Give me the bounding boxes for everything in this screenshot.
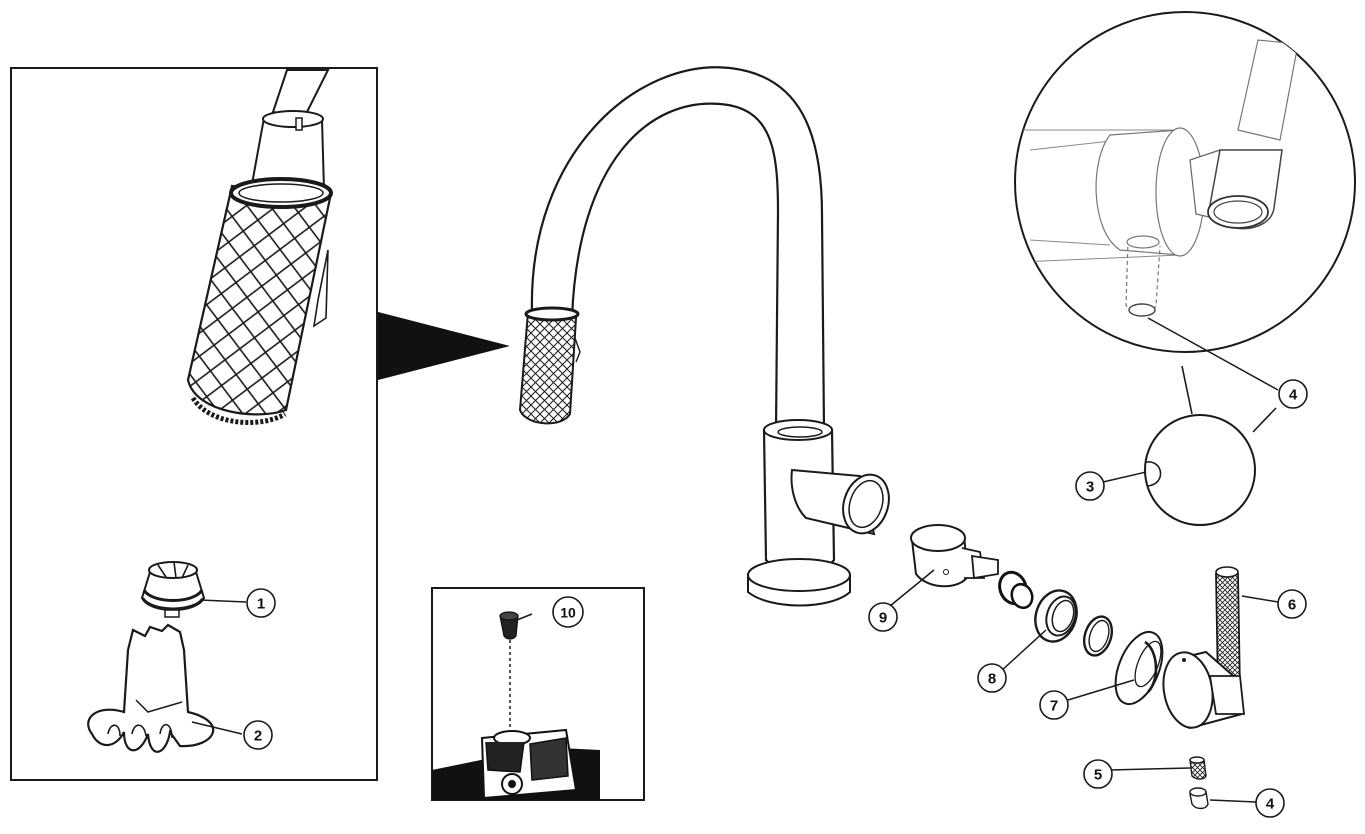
- o-ring-part: [1082, 615, 1114, 657]
- callout-4-upper: 4: [1278, 379, 1308, 409]
- bonnet-nut-part: [1034, 589, 1078, 643]
- callout-10-label: 10: [560, 605, 576, 621]
- callout-7-label: 7: [1050, 698, 1058, 715]
- callout-9: 9: [868, 602, 898, 632]
- callout-4-lower-label: 4: [1266, 796, 1275, 813]
- escutcheon-part: [1114, 630, 1164, 706]
- callout-8-label: 8: [988, 671, 996, 688]
- detail-pointer-triangle: [378, 312, 510, 380]
- faucet-spray-head: [518, 306, 581, 425]
- callout-7: 7: [1039, 690, 1069, 720]
- callout-6-label: 6: [1288, 597, 1296, 614]
- cap-nut-part: [1189, 787, 1209, 810]
- callout-1: 1: [246, 588, 276, 618]
- callout-1-label: 1: [257, 596, 265, 613]
- set-screw-part: [1189, 756, 1207, 780]
- mounting-inset-panel: [431, 587, 645, 801]
- screw-part: [499, 611, 519, 640]
- spray-head-neck: [250, 110, 326, 192]
- faucet-spout: [530, 66, 826, 432]
- spray-head-detail-panel: [10, 67, 378, 781]
- stem-adapter-part: [998, 570, 1034, 610]
- faucet-assembly: [518, 66, 890, 607]
- callout-3-label: 3: [1086, 479, 1094, 496]
- aerator-wrench-part: [87, 623, 215, 753]
- callout-3: 3: [1075, 471, 1105, 501]
- mounting-bracket: [432, 728, 600, 800]
- faucet-body: [747, 419, 890, 607]
- leader-lines: [191, 317, 1279, 803]
- callout-5: 5: [1083, 759, 1113, 789]
- callout-10: 10: [552, 596, 584, 628]
- callout-6: 6: [1277, 589, 1307, 619]
- zoom-detail-circle: [1014, 11, 1356, 526]
- lever-handle-part: [1162, 566, 1245, 730]
- callout-9-label: 9: [879, 610, 887, 627]
- callout-5-label: 5: [1094, 767, 1102, 784]
- callout-4-lower: 4: [1255, 788, 1285, 818]
- callout-2-label: 2: [254, 728, 262, 745]
- callout-4-upper-label: 4: [1289, 387, 1298, 404]
- spray-head-knurled-body: [186, 177, 333, 425]
- cartridge-part: [910, 524, 999, 588]
- callout-2: 2: [243, 720, 273, 750]
- spray-hose: [271, 69, 330, 118]
- aerator-part: [140, 561, 206, 618]
- callout-8: 8: [977, 663, 1007, 693]
